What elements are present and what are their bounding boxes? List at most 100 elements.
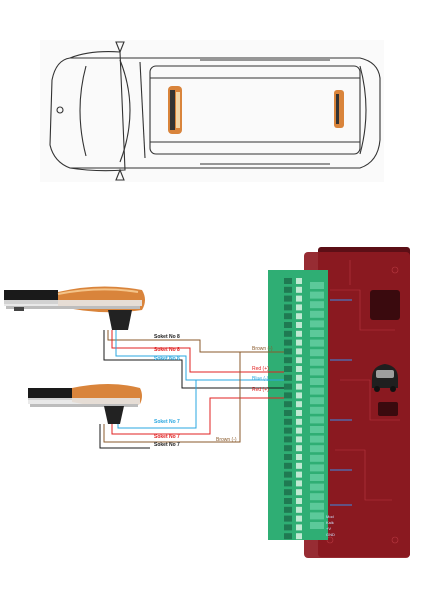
terminal-screw <box>284 278 292 284</box>
terminal-screw <box>284 515 292 522</box>
terminal-connector <box>310 522 324 529</box>
terminal-screw <box>284 366 292 372</box>
terminal-screw <box>284 462 292 469</box>
wires <box>99 330 284 449</box>
terminal-screw <box>284 427 292 434</box>
terminal-slot <box>296 454 302 460</box>
terminal-connector <box>310 301 324 309</box>
wire-black-bottom <box>99 424 150 449</box>
terminal-connector <box>310 291 324 299</box>
terminal-connector <box>310 512 324 520</box>
terminal-screw <box>284 489 292 496</box>
terminal-screw <box>284 506 292 513</box>
terminal-slot <box>296 410 302 416</box>
terminal-screw <box>284 357 292 364</box>
socket-label-top-blue: Soket No 8 <box>154 356 180 362</box>
module-power-labels: Mod Kalk +V GND <box>326 514 335 537</box>
terminal-screw <box>284 313 292 320</box>
wire-black-top <box>103 330 284 389</box>
terminal-slot <box>296 480 302 487</box>
terminal-slot <box>296 330 302 337</box>
terminal-connector <box>310 358 324 366</box>
terminal-connector <box>310 493 324 501</box>
terminal-slot <box>296 489 302 496</box>
terminal-connector <box>310 483 324 491</box>
terminal-slot <box>296 427 302 434</box>
terminal-screw <box>284 286 292 293</box>
terminal-screw <box>284 383 292 390</box>
terminal-connector <box>310 426 324 433</box>
terminal-slot <box>296 418 302 425</box>
socket-label-top-red: Soket No 8 <box>154 347 180 353</box>
socket-label-bottom-blue: Soket No 7 <box>154 419 180 425</box>
terminal-slot <box>296 366 302 372</box>
van-lightbar-front-icon <box>168 86 182 134</box>
terminal-slot <box>296 515 302 522</box>
terminal-screw <box>284 445 292 452</box>
terminal-screw <box>284 401 292 408</box>
terminal-slot <box>296 304 302 311</box>
wire-label-red: Red (+) <box>252 387 269 393</box>
terminal-connector <box>310 416 324 424</box>
terminal-slot <box>296 471 302 478</box>
terminal-slot <box>296 286 302 293</box>
car-icon <box>372 364 398 392</box>
module-power-label: Kalk <box>326 520 334 525</box>
terminal-connector <box>310 368 324 376</box>
terminal-connector <box>310 397 324 405</box>
wire-label-red: Red (+) <box>252 366 269 372</box>
wire-label-blue: Blue (-) <box>252 376 269 382</box>
terminal-connector <box>310 464 324 472</box>
terminal-slot <box>296 436 302 443</box>
terminal-slot <box>296 506 302 513</box>
terminal-slot <box>296 322 302 328</box>
van-lightbar-rear-icon <box>334 90 344 128</box>
terminal-slot <box>296 348 302 355</box>
terminal-slot <box>296 498 302 504</box>
wire-brown-bottom <box>103 352 241 443</box>
terminal-slot <box>296 462 302 469</box>
terminal-screw <box>284 498 292 504</box>
wire-blue-bottom <box>117 380 197 429</box>
terminal-slot <box>296 524 302 531</box>
terminal-connector <box>310 474 324 481</box>
terminal-screw <box>284 348 292 355</box>
terminal-slot <box>296 357 302 364</box>
terminal-slot <box>296 339 302 346</box>
terminal-screw <box>284 374 292 381</box>
terminal-connector <box>310 435 324 443</box>
terminal-connector <box>310 502 324 510</box>
wire-red-top <box>111 330 284 373</box>
terminal-connector <box>310 454 324 462</box>
lightbar-bottom-icon <box>28 384 142 424</box>
terminal-screw <box>284 295 292 302</box>
module-power-label: GND <box>326 532 335 537</box>
terminal-screw <box>284 322 292 328</box>
terminal-screw <box>284 524 292 531</box>
terminal-slot <box>296 295 302 302</box>
terminal-slot <box>296 445 302 452</box>
terminal-connector <box>310 310 324 318</box>
wire-blue-top <box>115 330 284 381</box>
socket-label-bottom-black: Soket No 7 <box>154 442 180 448</box>
terminal-connector <box>310 387 324 395</box>
wire-label-brown: Brown (-) <box>252 346 273 352</box>
terminal-slot <box>296 533 302 540</box>
terminal-connector <box>310 406 324 414</box>
terminal-connector <box>310 339 324 347</box>
socket-label-top-black: Soket No 8 <box>154 334 180 340</box>
terminal-connector <box>310 445 324 453</box>
terminal-slot <box>296 278 302 284</box>
terminal-screw <box>284 454 292 460</box>
socket-label-bottom-red: Soket No 7 <box>154 434 180 440</box>
module-power-label: Mod <box>326 514 334 519</box>
terminal-screw <box>284 471 292 478</box>
terminal-connector <box>310 378 324 385</box>
van-top-view-icon <box>40 40 384 182</box>
terminal-slot <box>296 313 302 320</box>
terminal-connector <box>310 349 324 357</box>
terminal-slot <box>296 392 302 399</box>
module-power-label: +V <box>326 526 331 531</box>
terminal-connector <box>310 320 324 328</box>
